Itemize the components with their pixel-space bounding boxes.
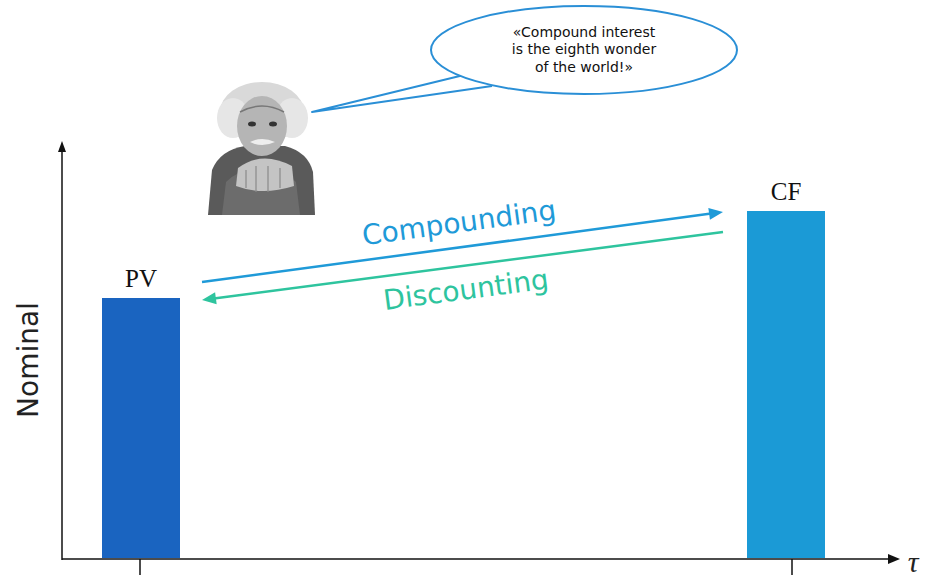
bar-label: CF	[727, 178, 845, 206]
y-axis	[61, 150, 63, 560]
x-axis-head	[888, 554, 900, 564]
y-axis-head	[58, 141, 66, 152]
arrow-label: Compounding	[360, 194, 558, 253]
cash-flow-bar: CF	[747, 211, 825, 558]
present-value-bar: PV	[102, 298, 180, 558]
tick-mark	[139, 559, 141, 575]
bubble-tail	[312, 74, 492, 112]
bubble-ellipse	[431, 6, 737, 94]
arrow-head	[202, 292, 217, 304]
axis-label: Nominal	[12, 302, 45, 418]
tick-mark	[791, 559, 793, 575]
portrait	[208, 82, 315, 215]
arrow-label: Discounting	[381, 262, 550, 317]
x-axis	[62, 558, 892, 560]
bar-label: PV	[82, 265, 200, 293]
axis-label: τ	[908, 545, 919, 579]
arrow-head	[708, 208, 723, 220]
quote-text: «Compound interest is the eighth wonder …	[509, 24, 659, 77]
speech-bubble: «Compound interest is the eighth wonder …	[430, 5, 738, 95]
